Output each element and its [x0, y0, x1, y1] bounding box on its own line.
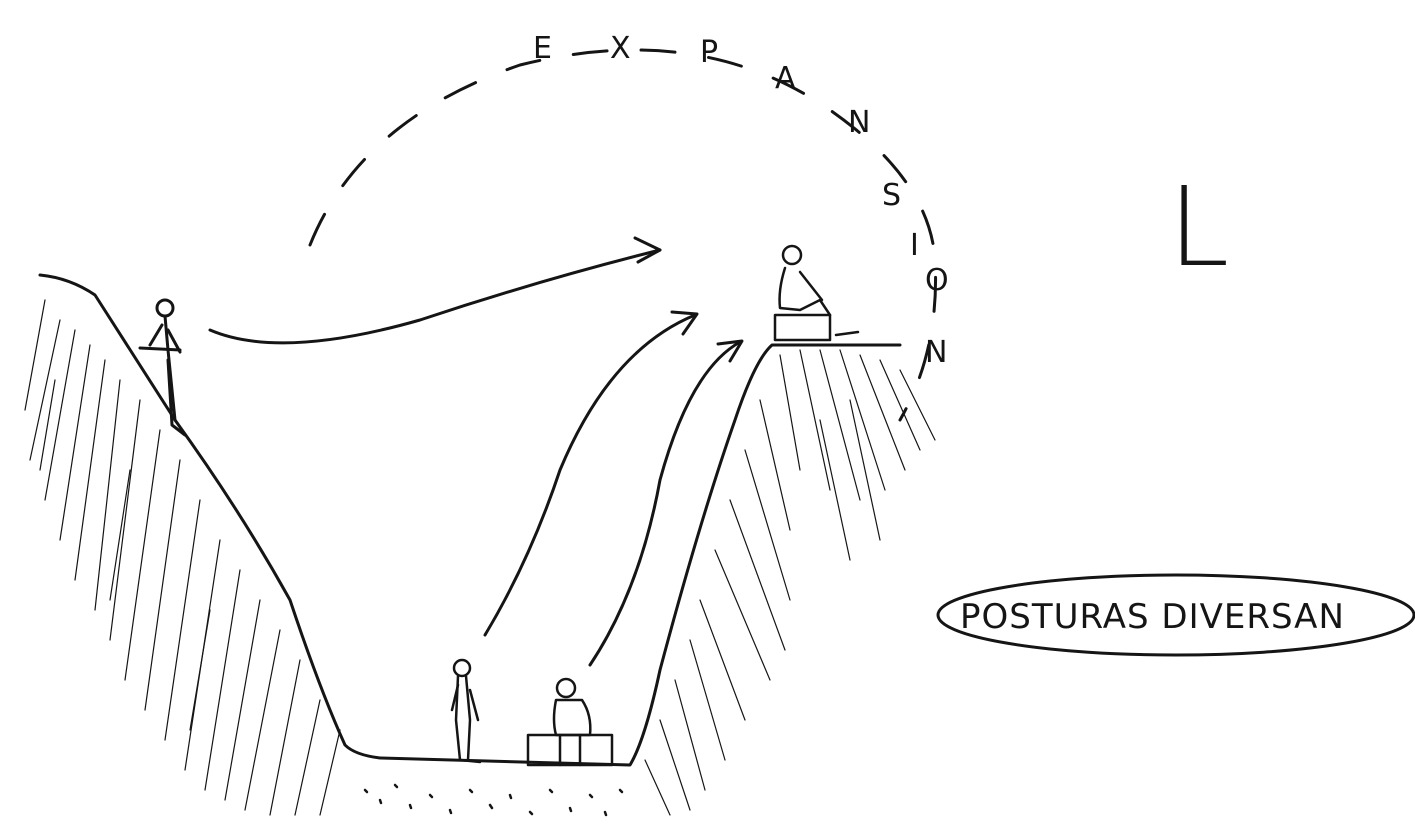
- bubble-label-text: POSTURAS DIVERSAN: [960, 597, 1345, 637]
- arrowhead-middle: [670, 310, 699, 336]
- standing-figure-left: [138, 298, 187, 437]
- arc-letter-o: O: [925, 263, 949, 298]
- arc-letter-p: P: [700, 35, 718, 70]
- arc-letter-n-2: N: [925, 335, 947, 370]
- expansion-letters: E X P A N S I O N: [533, 31, 949, 370]
- arrow-right: [588, 340, 742, 667]
- right-slope-hatching: [644, 349, 936, 816]
- expansion-arc: [308, 48, 938, 422]
- corner-mark: L: [1168, 163, 1229, 291]
- bench-figure-valley: [526, 677, 614, 767]
- bubble-label: POSTURAS DIVERSAN: [936, 573, 1415, 657]
- arc-letter-a: A: [775, 61, 796, 96]
- arc-letter-e: E: [533, 31, 552, 66]
- arc-letter-s: S: [882, 178, 901, 213]
- arc-letter-x: X: [610, 31, 631, 66]
- arrowhead-right: [716, 339, 744, 363]
- arrowhead-top-left: [633, 236, 662, 264]
- arc-letter-i: I: [910, 228, 919, 263]
- valley-outline: [38, 273, 902, 767]
- seated-figure-right: [773, 244, 860, 342]
- valley-floor-dots: [363, 783, 624, 817]
- arrow-top-left: [208, 248, 662, 345]
- view-arrows: [208, 236, 744, 667]
- left-slope-hatching: [24, 299, 341, 816]
- arc-letter-n: N: [848, 105, 870, 140]
- standing-figure-valley: [450, 658, 482, 764]
- arrow-middle: [483, 313, 697, 637]
